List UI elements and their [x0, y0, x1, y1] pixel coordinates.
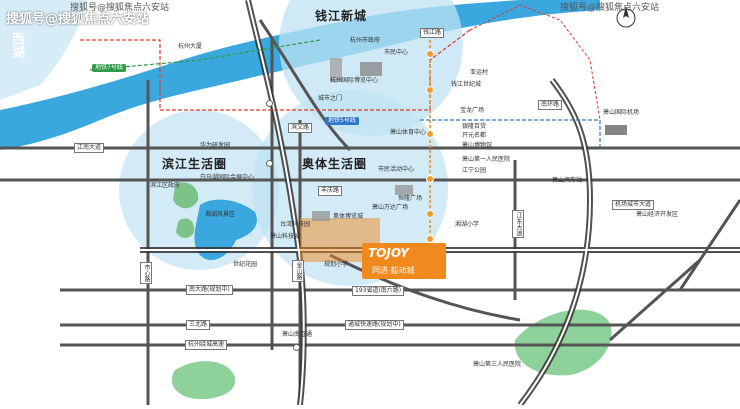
road-jiangnan[interactable]: 江南大道	[74, 143, 105, 153]
poi-baolong[interactable]: 宝龙广场	[460, 107, 485, 114]
green-hill-1	[173, 182, 199, 209]
poi-century-city[interactable]: 钱江世纪城	[451, 81, 482, 88]
poi-asian-games-village[interactable]: 亚运村	[470, 69, 489, 76]
north-compass-icon	[612, 2, 640, 32]
poi-aoti-expo[interactable]: 奥体博览城	[333, 213, 364, 220]
green-hill-2	[176, 218, 195, 238]
metro-station-icon[interactable]	[266, 160, 273, 167]
metro-station-icon[interactable]	[266, 100, 273, 107]
metro-station-icon[interactable]	[426, 130, 434, 138]
poi-kaiyuan[interactable]: 开元名都	[462, 132, 487, 139]
district-aoti: 奥体生活圈	[302, 157, 368, 171]
road-sanbei[interactable]: 三北路	[186, 320, 211, 330]
poi-huawei[interactable]: 华为研发园	[200, 142, 231, 149]
poi-jiangning-park[interactable]: 江宁公园	[462, 167, 487, 174]
road-south-expressway[interactable]: 南环路	[538, 100, 563, 110]
poi-baimahu[interactable]: 白马湖国际会展中心	[200, 174, 255, 181]
poi-plan-school[interactable]: 规划小学	[324, 261, 349, 268]
qiantang-river	[0, 0, 600, 150]
watermark-top-1: 搜狐号@搜狐焦点六安站	[70, 3, 170, 13]
metro-station-icon[interactable]	[426, 235, 434, 243]
poi-econ-dev[interactable]: 萧山经济开发区	[636, 211, 679, 218]
poi-yinlong[interactable]: 银隆百货	[462, 123, 487, 130]
poi-hangzhou-dasha[interactable]: 杭州大厦	[178, 43, 203, 50]
poi-wanda[interactable]: 萧山万达广场	[372, 204, 409, 211]
poi-museum[interactable]: 萧山博物馆	[462, 142, 493, 149]
road-linshan[interactable]: 通城快速路(规划中)	[345, 320, 404, 330]
metro-line-7[interactable]: 地铁7号线	[92, 64, 126, 72]
road-nandong[interactable]: 南大路(规划中)	[186, 285, 233, 295]
watermark-top-2: 搜狐号@搜狐焦点六安站	[560, 3, 660, 13]
poi-civic-center[interactable]: 市民中心	[384, 49, 409, 56]
poi-airport[interactable]: 萧山国际机场	[603, 109, 640, 116]
road-jiang-xia[interactable]: 机场城市大道	[612, 200, 655, 210]
poi-bus-station[interactable]: 萧山汽车站	[552, 177, 583, 184]
road-jinhua[interactable]: 金山路	[292, 260, 304, 282]
road-qianjiang[interactable]: 钱江路	[420, 28, 445, 38]
west-lake-area	[0, 0, 88, 100]
poi-hospital-1[interactable]: 萧山第一人民医院	[462, 156, 511, 163]
project-name: 同进·毅动城	[372, 266, 415, 275]
poi-binjiang-gov[interactable]: 滨江区政府	[150, 182, 181, 189]
watermark-text: 搜狐号@搜狐焦点六安站	[6, 12, 150, 27]
poi-city-gov[interactable]: 杭州市政府	[350, 37, 381, 44]
poi-henglong[interactable]: 恒隆广场	[398, 195, 423, 202]
poi-xianghu-school[interactable]: 湘湖小学	[455, 221, 480, 228]
park-south	[171, 361, 236, 400]
district-qianjiang: 钱江新城	[315, 9, 368, 23]
poi-tech-city[interactable]: 萧山科技城	[270, 233, 301, 240]
poi-expo-center[interactable]: 杭州国际博览中心	[330, 77, 379, 84]
project-marker[interactable]: TOJOY 同进·毅动城	[362, 243, 446, 279]
lake-label: 西湖	[9, 32, 24, 58]
district-binjiang: 滨江生活圈	[162, 157, 228, 171]
metro-line-5[interactable]: 地铁5号线	[325, 117, 359, 125]
project-brand: TOJOY	[368, 246, 409, 260]
metro-station-icon[interactable]	[426, 175, 434, 183]
xianghu-lake	[194, 199, 257, 261]
road-exp193[interactable]: 193省道(南六路)	[352, 286, 405, 296]
poi-civic-activity[interactable]: 市民活动中心	[378, 166, 415, 173]
poi-hospital-3[interactable]: 萧山第三人民医院	[473, 361, 522, 368]
road-xiaoshan-expressway: 萧山南互通	[282, 331, 313, 338]
poi-taiwan-park[interactable]: 台湾科技园	[280, 221, 311, 228]
metro-station-icon[interactable]	[426, 86, 434, 94]
road-jiangdong[interactable]: 江东大道	[512, 210, 524, 238]
metro-station-icon[interactable]	[426, 50, 434, 58]
road-binwen[interactable]: 滨文路	[288, 123, 313, 133]
poi-city-gate[interactable]: 城市之门	[318, 95, 343, 102]
interchange-icon[interactable]	[293, 344, 300, 351]
road-hangzhou-wenzhou[interactable]: 杭州绕城高速	[185, 340, 228, 350]
poi-sports-center[interactable]: 萧山体育中心	[390, 129, 427, 136]
road-fengqing[interactable]: 丰庆路	[318, 186, 343, 196]
metro-station-icon[interactable]	[426, 210, 434, 218]
poi-xianghu[interactable]: 湘湖风景区	[205, 211, 236, 218]
poi-shiji-garden[interactable]: 世纪花园	[233, 261, 258, 268]
road-shixin[interactable]: 市心路	[140, 262, 152, 284]
